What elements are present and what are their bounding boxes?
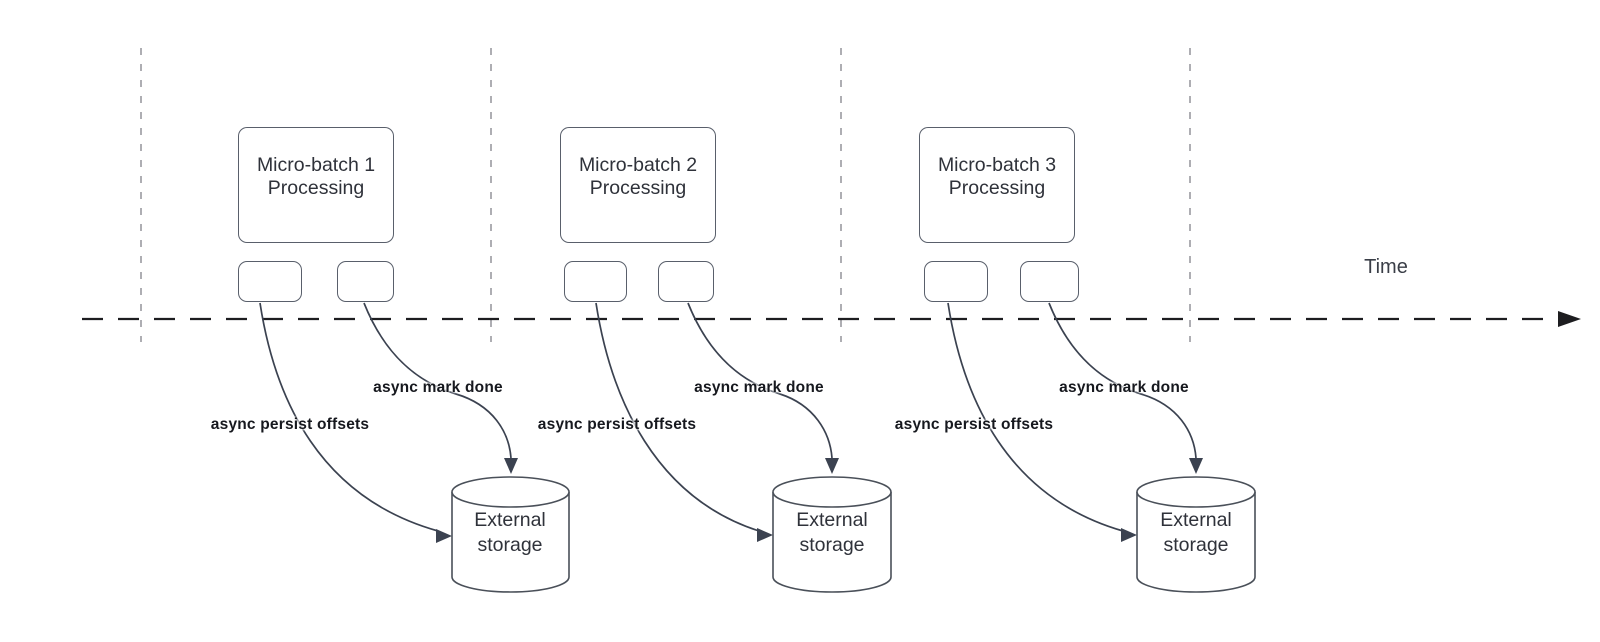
mark-done-label-2: async mark done	[694, 379, 824, 396]
persist-offsets-label-2: async persist offsets	[537, 416, 697, 433]
micro-batch-2-done-task-box	[658, 261, 714, 302]
persist-offsets-arrowhead-3-icon	[1121, 528, 1137, 542]
persist-offsets-arrowhead-1-icon	[436, 529, 452, 543]
persist-offsets-arrow-1	[259, 302, 439, 532]
persist-offsets-arrowhead-2-icon	[757, 528, 773, 542]
micro-batch-3-offset-task-box	[924, 261, 988, 302]
mark-done-arrow-2	[687, 302, 833, 459]
micro-batch-2-offset-task-box	[564, 261, 627, 302]
external-storage-cylinder-1	[451, 476, 570, 593]
mark-done-arrowhead-1-icon	[504, 458, 518, 474]
external-storage-cylinder-3	[1136, 476, 1256, 593]
micro-batch-3-label: Micro-batch 3 Processing	[937, 154, 1057, 199]
micro-batch-1-done-task-box	[337, 261, 394, 302]
mark-done-arrowhead-2-icon	[825, 458, 839, 474]
micro-batch-3-box: Micro-batch 3 Processing	[919, 127, 1075, 243]
time-axis-label: Time	[1364, 256, 1408, 278]
micro-batch-1-offset-task-box	[238, 261, 302, 302]
micro-batch-1-label: Micro-batch 1 Processing	[256, 154, 376, 199]
micro-batch-2-box: Micro-batch 2 Processing	[560, 127, 716, 243]
persist-offsets-label-1: async persist offsets	[210, 416, 370, 433]
mark-done-label-1: async mark done	[373, 379, 503, 396]
external-storage-label-2: External storage	[796, 509, 868, 556]
mark-done-arrow-3	[1048, 302, 1197, 459]
external-storage-label-1: External storage	[474, 509, 546, 556]
timeline-arrowhead-icon	[1558, 311, 1581, 327]
micro-batch-1-box: Micro-batch 1 Processing	[238, 127, 394, 243]
external-storage-label-3: External storage	[1160, 509, 1232, 556]
persist-offsets-label-3: async persist offsets	[894, 416, 1054, 433]
mark-done-arrow-1	[363, 302, 512, 459]
micro-batch-3-done-task-box	[1020, 261, 1079, 302]
mark-done-arrowhead-3-icon	[1189, 458, 1203, 474]
micro-batch-2-label: Micro-batch 2 Processing	[578, 154, 698, 199]
external-storage-cylinder-2	[772, 476, 892, 593]
persist-offsets-arrow-3	[947, 302, 1124, 532]
mark-done-label-3: async mark done	[1059, 379, 1189, 396]
persist-offsets-arrow-2	[595, 302, 760, 532]
